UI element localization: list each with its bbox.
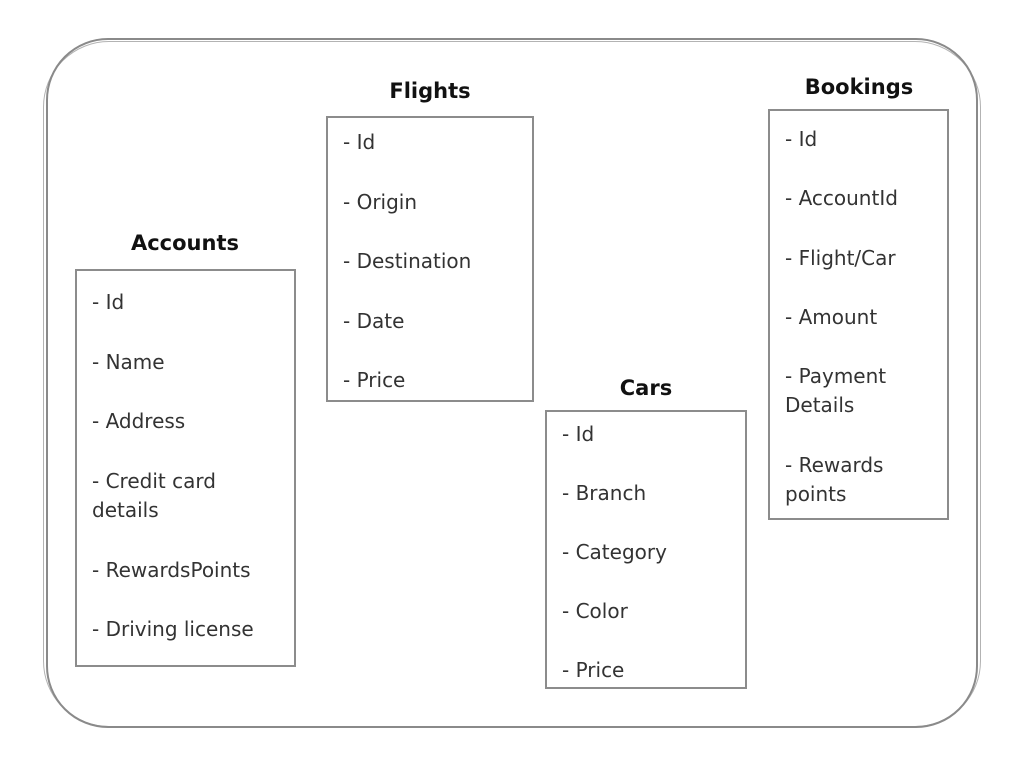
bookings-field-flight-car: - Flight/Car <box>785 246 896 270</box>
flights-field-price: - Price <box>343 368 406 392</box>
accounts-entity-box: - Id - Name - Address - Credit card deta… <box>75 269 296 667</box>
cars-title: Cars <box>619 376 673 400</box>
accounts-field-address: - Address <box>92 409 186 433</box>
flights-field-origin: - Origin <box>343 190 418 214</box>
bookings-entity-box: - Id - AccountId - Flight/Car - Amount -… <box>768 109 949 520</box>
bookings-field-amount: - Amount <box>785 305 878 329</box>
flights-field-id: - Id <box>343 130 376 154</box>
bookings-field-rewards-points-line2: points <box>785 482 847 506</box>
flights-field-destination: - Destination <box>343 249 472 273</box>
cars-field-color: - Color <box>562 599 628 623</box>
cars-entity-box: - Id - Branch - Category - Color - Price <box>545 410 747 689</box>
flights-entity-box: - Id - Origin - Destination - Date - Pri… <box>326 116 534 402</box>
cars-field-branch: - Branch <box>562 481 647 505</box>
accounts-field-id: - Id <box>92 290 125 314</box>
flights-field-date: - Date <box>343 309 405 333</box>
accounts-field-credit-card-line1: - Credit card <box>92 469 216 493</box>
bookings-title: Bookings <box>804 75 914 99</box>
accounts-field-name: - Name <box>92 350 165 374</box>
cars-field-category: - Category <box>562 540 667 564</box>
accounts-field-driving-license: - Driving license <box>92 617 254 641</box>
bookings-field-id: - Id <box>785 127 818 151</box>
bookings-field-payment-details-line1: - Payment <box>785 364 887 388</box>
accounts-field-rewards-points: - RewardsPoints <box>92 558 251 582</box>
accounts-title: Accounts <box>130 231 239 255</box>
cars-field-price: - Price <box>562 658 625 682</box>
bookings-field-payment-details-line2: Details <box>785 393 855 417</box>
bookings-field-rewards-points-line1: - Rewards <box>785 453 884 477</box>
cars-field-id: - Id <box>562 422 595 446</box>
flights-title: Flights <box>389 79 471 103</box>
bookings-field-account-id: - AccountId <box>785 186 898 210</box>
accounts-field-credit-card-line2: details <box>92 498 159 522</box>
diagram-frame <box>46 38 978 728</box>
